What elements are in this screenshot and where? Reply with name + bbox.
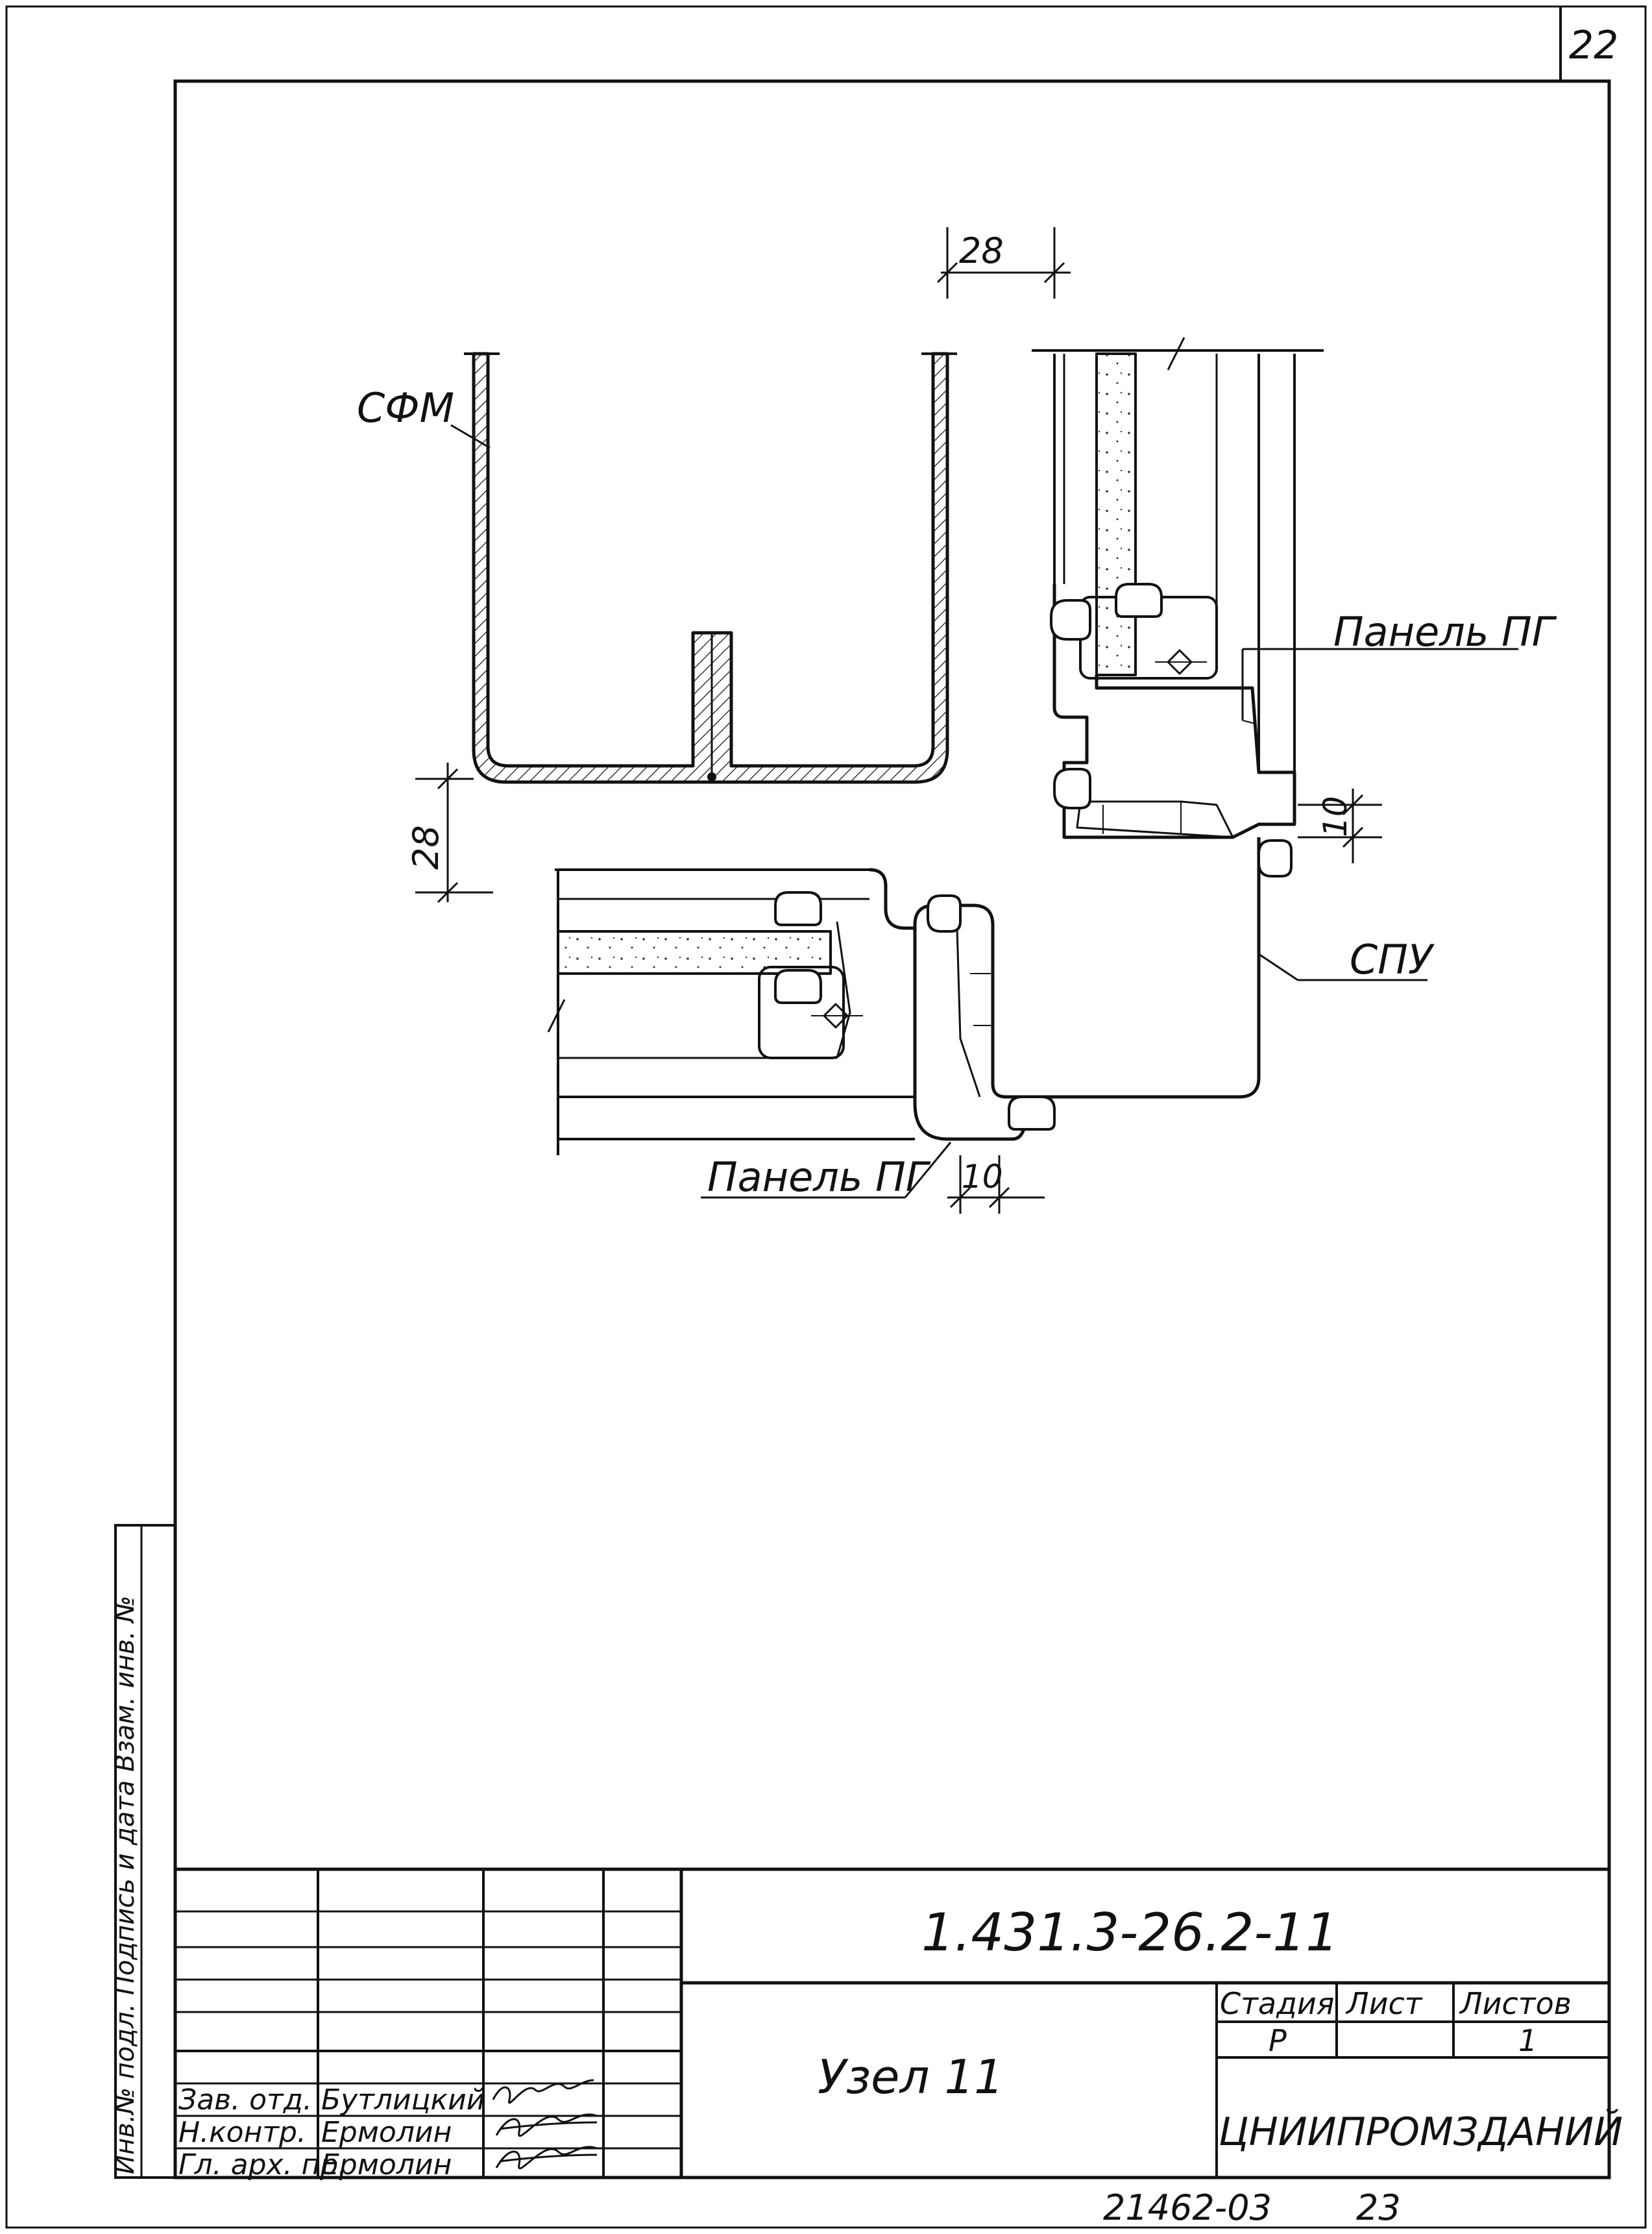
- sfm-profile: [472, 352, 949, 784]
- signature-role-2: Н.контр.: [178, 2116, 306, 2149]
- label-panel-bottom: Панель ПГ: [707, 1153, 931, 1201]
- header-sheet: Лист: [1345, 1986, 1423, 2021]
- upper-panel: [1032, 337, 1324, 772]
- signature-role-1: Зав. отд.: [178, 2083, 312, 2117]
- designation: 1.431.3-26.2-11: [921, 1902, 1339, 1963]
- dimension-top: 28: [959, 230, 1004, 271]
- sheet-title: Узел 11: [818, 2050, 1004, 2104]
- dimension-left: 28: [406, 825, 446, 870]
- organization: ЦНИИПРОМЗДАНИЙ: [1219, 2109, 1623, 2155]
- bottom-code: 21462-03: [1103, 2187, 1272, 2228]
- value-sheets: 1: [1518, 2023, 1537, 2058]
- signature-name-2: Ермолин: [321, 2116, 452, 2149]
- bottom-number: 23: [1356, 2187, 1401, 2228]
- title-block: [175, 1867, 1609, 2178]
- handwritten-signatures: [492, 2079, 598, 2170]
- lower-panel: [547, 868, 915, 1155]
- detail-drawing: [415, 227, 1518, 1214]
- header-sheets: Листов: [1459, 1986, 1572, 2021]
- upper-joint-profile: [1052, 584, 1296, 839]
- spu-profile: [913, 837, 1261, 1103]
- signature-role-3: Гл. арх. пр.: [178, 2148, 347, 2181]
- header-stage: Стадия: [1220, 1986, 1334, 2021]
- value-stage: Р: [1269, 2023, 1287, 2058]
- label-panel-top: Панель ПГ: [1333, 608, 1557, 656]
- dimension-bottom: 10: [962, 1158, 1003, 1196]
- sheet-frame: [5, 5, 1647, 2229]
- side-stamp: [114, 1524, 176, 2179]
- page-number: 22: [1569, 23, 1618, 68]
- label-spu: СПУ: [1350, 936, 1435, 983]
- side-stamp-text: Инв.№ подл. Подпись и дата Взам. инв. №: [110, 1595, 140, 2174]
- signature-name-3: Ермолин: [321, 2148, 452, 2181]
- dimension-right: 10: [1317, 796, 1354, 837]
- label-sfm: СФМ: [357, 384, 454, 432]
- signature-name-1: Бутлицкий: [321, 2083, 485, 2117]
